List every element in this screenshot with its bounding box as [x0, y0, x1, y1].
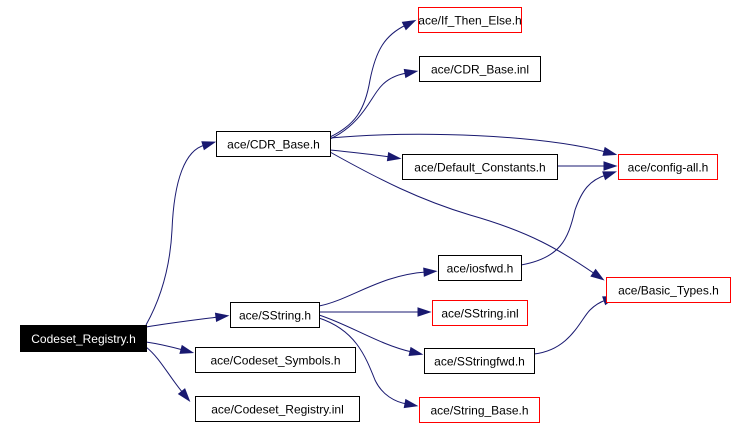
node-label: ace/SString.inl — [441, 307, 518, 321]
graph-node-sstring-inl[interactable]: ace/SString.inl — [432, 300, 528, 326]
edge-line — [318, 317, 408, 405]
node-label: ace/If_Then_Else.h — [418, 14, 521, 28]
edge-line — [329, 149, 391, 158]
node-label: ace/config-all.h — [628, 161, 709, 175]
node-label: ace/SString.h — [239, 309, 311, 323]
edge-sstring_h-to-iosfwd — [318, 267, 438, 307]
graph-node-if-then-else[interactable]: ace/If_Then_Else.h — [418, 7, 522, 33]
edge-line — [318, 314, 413, 353]
node-box — [432, 300, 528, 326]
arrowhead-icon — [417, 307, 432, 317]
graph-node-root: Codeset_Registry.h — [20, 325, 147, 352]
edge-cdr_base_h-to-default_constants — [329, 149, 402, 162]
edge-line — [520, 174, 607, 266]
arrowhead-icon — [201, 141, 217, 151]
node-label: ace/CDR_Base.inl — [431, 63, 529, 77]
edges-layer — [145, 19, 618, 409]
graph-node-cdr-base-inl[interactable]: ace/CDR_Base.inl — [419, 56, 541, 82]
edge-iosfwd-to-config_all — [520, 171, 617, 266]
arrowhead-icon — [403, 398, 419, 409]
arrowhead-icon — [179, 344, 195, 354]
arrowhead-icon — [177, 388, 191, 402]
node-box — [402, 154, 558, 180]
graph-node-cdr-base-h[interactable]: ace/CDR_Base.h — [216, 131, 331, 157]
node-label: ace/CDR_Base.h — [227, 138, 320, 152]
graph-node-codeset-symbols[interactable]: ace/Codeset_Symbols.h — [195, 347, 356, 373]
graph-node-default-constants[interactable]: ace/Default_Constants.h — [402, 154, 558, 180]
edge-line — [329, 24, 407, 138]
edge-line — [145, 316, 219, 328]
edge-cdr_base_h-to-if_then_else — [329, 19, 417, 138]
node-label: ace/Codeset_Symbols.h — [210, 354, 340, 368]
arrowhead-icon — [590, 268, 605, 281]
edge-cdr_base_h-to-config_all — [329, 133, 618, 156]
node-box — [195, 347, 356, 373]
edge-root-to-cdr_base_h — [145, 141, 217, 326]
edge-line — [318, 271, 427, 307]
node-label: ace/String_Base.h — [430, 404, 528, 418]
nodes-layer: Codeset_Registry.h ace/CDR_Base.h ace/If_T… — [20, 7, 731, 423]
graph-node-config-all[interactable]: ace/config-all.h — [618, 154, 718, 180]
graph-node-sstring-h[interactable]: ace/SString.h — [230, 302, 320, 328]
graph-node-iosfwd[interactable]: ace/iosfwd.h — [438, 255, 522, 281]
graph-node-basic-types[interactable]: ace/Basic_Types.h — [606, 277, 731, 303]
arrowhead-icon — [423, 267, 438, 277]
node-box — [20, 325, 147, 352]
edge-root-to-sstring_h — [145, 312, 230, 328]
graph-node-string-base[interactable]: ace/String_Base.h — [419, 397, 540, 423]
edge-line — [329, 72, 408, 140]
edge-root-to-codeset_registry_inl — [145, 346, 191, 402]
node-box — [438, 255, 522, 281]
edge-line — [145, 144, 206, 326]
arrowhead-icon — [403, 68, 419, 79]
edge-line — [329, 151, 596, 275]
graph-node-sstringfwd[interactable]: ace/SStringfwd.h — [424, 348, 535, 374]
node-box — [419, 56, 541, 82]
arrowhead-icon — [602, 171, 617, 181]
edge-sstring_h-to-sstring_inl — [319, 307, 432, 317]
edge-line — [329, 133, 607, 153]
edge-cdr_base_h-to-basic_types — [329, 151, 605, 281]
arrowhead-icon — [214, 312, 230, 322]
node-box — [606, 277, 731, 303]
edge-line — [145, 346, 184, 394]
node-box — [230, 302, 320, 328]
arrowhead-icon — [602, 146, 618, 156]
node-box — [216, 131, 331, 157]
edge-default_constants-to-config_all — [557, 161, 618, 171]
node-label: ace/Codeset_Registry.inl — [211, 403, 344, 417]
edge-line — [145, 341, 184, 351]
node-label: ace/Basic_Types.h — [618, 284, 719, 298]
arrowhead-icon — [401, 19, 417, 31]
edge-cdr_base_h-to-cdr_base_inl — [329, 68, 419, 140]
arrowhead-icon — [603, 161, 618, 171]
node-box — [618, 154, 718, 180]
arrowhead-icon — [386, 151, 402, 162]
node-box — [418, 7, 522, 33]
node-box — [424, 348, 535, 374]
node-label: ace/Default_Constants.h — [414, 161, 545, 175]
edge-root-to-codeset_symbols — [145, 341, 195, 354]
edge-line — [533, 299, 607, 355]
arrowhead-icon — [408, 346, 424, 357]
node-label: Codeset_Registry.h — [31, 332, 136, 346]
graph-node-codeset-registry-inl[interactable]: ace/Codeset_Registry.inl — [195, 396, 360, 422]
node-box — [195, 396, 360, 422]
edge-sstring_h-to-string_base — [318, 317, 419, 409]
edge-sstring_h-to-sstringfwd — [318, 314, 424, 357]
edge-sstringfwd-to-basic_types — [533, 296, 617, 355]
node-label: ace/iosfwd.h — [447, 262, 514, 276]
node-label: ace/SStringfwd.h — [434, 355, 525, 369]
node-box — [419, 397, 540, 423]
